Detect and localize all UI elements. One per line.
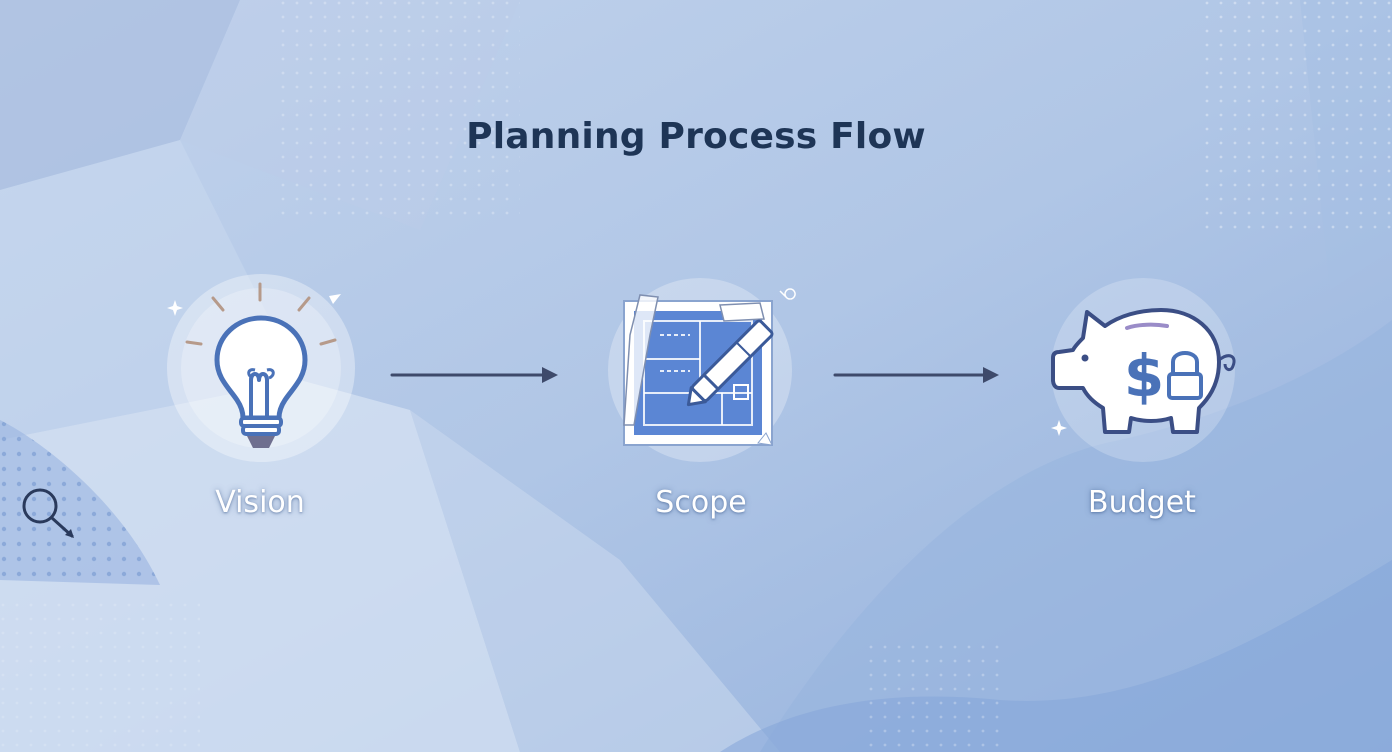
page-title: Planning Process Flow (466, 116, 926, 158)
piggy-bank-icon: $ (1051, 278, 1236, 462)
step-label-vision: Vision (215, 485, 305, 520)
blueprint-icon (608, 278, 796, 462)
arrow-right-icon (390, 367, 558, 383)
lightbulb-icon (167, 274, 355, 462)
step-label-budget: Budget (1088, 485, 1196, 520)
arrow-right-icon (833, 367, 999, 383)
svg-text:$: $ (1124, 342, 1164, 410)
magnifier-icon (22, 488, 74, 538)
step-label-scope: Scope (655, 485, 747, 520)
